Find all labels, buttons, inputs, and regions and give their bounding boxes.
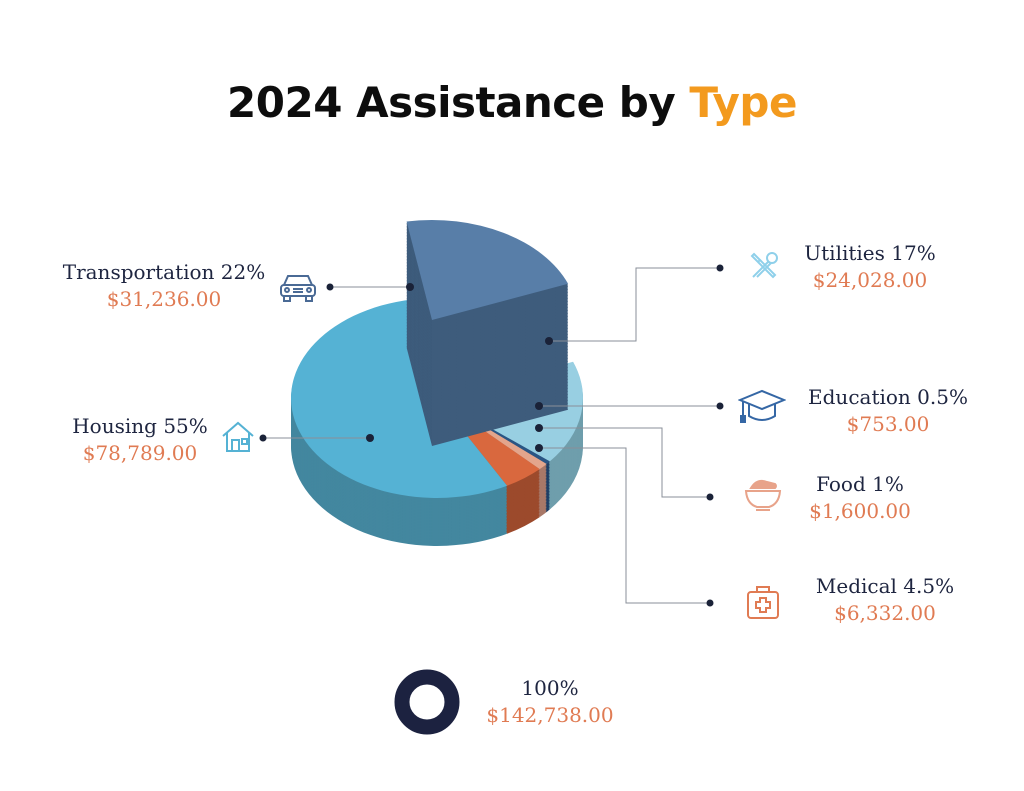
dot-education [716, 402, 724, 410]
slice-value: $6,332.00 [834, 601, 936, 625]
dot-housing-slice [366, 434, 374, 442]
dot-food-slice [535, 424, 543, 432]
slice-name: Food [816, 472, 866, 496]
slice-housing [291, 299, 508, 498]
total-value: $142,738.00 [486, 703, 614, 727]
dot-transportation [326, 283, 334, 291]
dot-medical-slice [535, 444, 543, 452]
label-total: 100% $142,738.00 [470, 675, 630, 729]
slice-percent: 0.5% [917, 385, 968, 409]
dot-education-slice [535, 402, 543, 410]
total-percent: 100% [521, 676, 579, 700]
title-highlight: Type [689, 78, 797, 127]
car-icon [280, 275, 316, 302]
food-bowl-icon [744, 479, 782, 511]
slice-percent: 4.5% [903, 574, 955, 598]
slice-percent: 55% [163, 414, 208, 438]
slice-percent: 17% [891, 241, 936, 265]
slice-name: Transportation [62, 260, 215, 284]
leader-utilities [549, 267, 720, 342]
label-medical: Medical 4.5% $6,332.00 [800, 573, 970, 627]
slice-percent: 22% [220, 260, 266, 284]
slice-name: Housing [72, 414, 157, 438]
house-icon [222, 421, 254, 452]
slice-percent: 1% [872, 472, 904, 496]
slice-transportation [406, 219, 569, 320]
label-food: Food 1% $1,600.00 [790, 471, 930, 525]
label-utilities: Utilities 17% $24,028.00 [790, 240, 950, 294]
slice-name: Medical [815, 574, 897, 598]
leader-medical [539, 447, 710, 604]
label-housing: Housing 55% $78,789.00 [62, 413, 218, 467]
slice-name: Education [808, 385, 911, 409]
label-education: Education 0.5% $753.00 [795, 384, 981, 438]
graduation-cap-icon [738, 389, 786, 423]
dot-utilities-slice [545, 337, 553, 345]
dot-food [706, 493, 714, 501]
slice-value: $24,028.00 [812, 268, 928, 292]
first-aid-kit-icon [747, 586, 779, 619]
slice-name: Utilities [804, 241, 885, 265]
dot-utilities [716, 264, 724, 272]
dot-housing [259, 434, 267, 442]
slice-value: $753.00 [846, 412, 930, 436]
total-ring-icon [394, 669, 460, 735]
leader-food [539, 427, 710, 498]
slice-value: $1,600.00 [809, 499, 911, 523]
slice-value: $78,789.00 [82, 441, 198, 465]
label-transportation: Transportation 22% $31,236.00 [56, 259, 272, 313]
slice-value: $31,236.00 [106, 287, 222, 311]
dot-medical [706, 599, 714, 607]
chart-title: 2024 Assistance by Type [0, 78, 1024, 127]
dot-transportation-slice [406, 283, 414, 291]
tools-icon [750, 252, 778, 279]
title-main: 2024 Assistance by [227, 78, 690, 127]
